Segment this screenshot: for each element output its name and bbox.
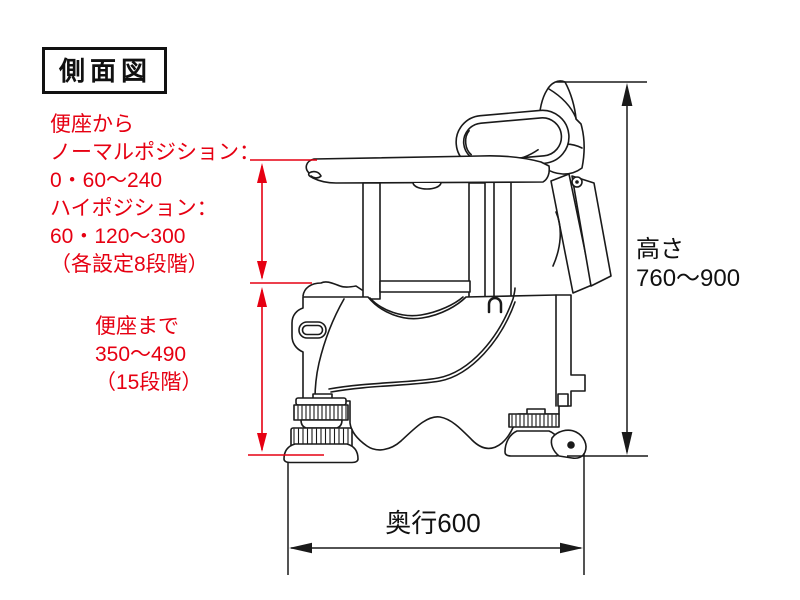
depth-dimension-lines bbox=[287, 453, 585, 575]
height-label: 高さ bbox=[636, 236, 684, 263]
height-dimension-lines bbox=[556, 81, 648, 457]
seat-height-note-line: （15段階） bbox=[95, 371, 203, 394]
backrest-strut bbox=[550, 173, 612, 294]
rear-foot bbox=[504, 408, 562, 457]
seat-position-note-line: ハイポジション： bbox=[50, 197, 218, 220]
seat-rear-column bbox=[493, 167, 512, 299]
seat-dimension-lines-red bbox=[248, 159, 324, 456]
seat-position-note-line: ノーマルポジション： bbox=[50, 141, 260, 164]
caster-wheel bbox=[550, 429, 587, 460]
diagram-title: 側面図 bbox=[42, 47, 168, 94]
seat-height-note-line: 便座まで bbox=[95, 315, 179, 338]
seat-position-note-line: 0・60〜240 bbox=[50, 169, 163, 192]
front-foot bbox=[283, 393, 359, 464]
toilet-seat-shape bbox=[305, 155, 551, 190]
seat-position-note-line: （各設定8段階） bbox=[50, 253, 209, 276]
seat-height-note-line: 350〜490 bbox=[95, 343, 187, 366]
height-value: 760〜900 bbox=[636, 265, 741, 292]
base-body bbox=[291, 281, 586, 451]
seat-position-note: 便座から ノーマルポジション： 0・60〜240 ハイポジション： 60・120… bbox=[50, 111, 260, 279]
seat-height-note: 便座まで 350〜490 （15段階） bbox=[95, 313, 202, 397]
depth-dimension-label: 奥行600 bbox=[385, 508, 481, 538]
seat-position-note-line: 60・120〜300 bbox=[50, 225, 186, 248]
seat-legs bbox=[362, 182, 486, 300]
overall-height-dimension: 高さ 760〜900 bbox=[636, 235, 740, 293]
seat-position-note-line: 便座から bbox=[50, 113, 134, 136]
